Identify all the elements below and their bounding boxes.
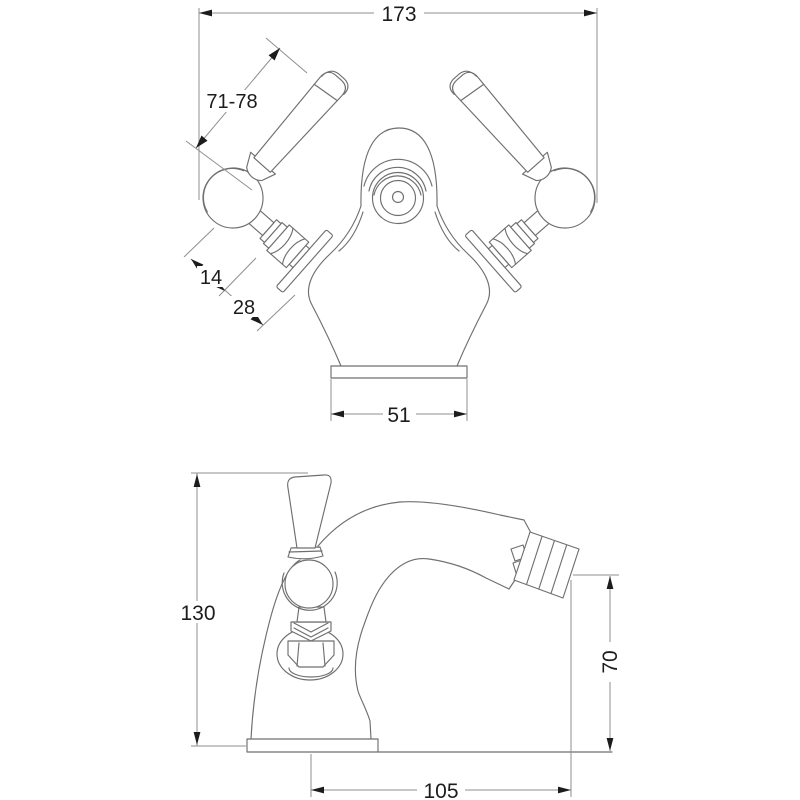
ball-outer-arc xyxy=(281,571,338,611)
hex-facet xyxy=(296,642,300,667)
dim-label-overall-height: 130 xyxy=(180,602,215,625)
body-inner-curve xyxy=(338,211,364,252)
arrowhead xyxy=(199,9,212,17)
chevron-line xyxy=(293,622,329,633)
aerator-inner-circle xyxy=(379,179,417,217)
dim-outlet-height: 70 xyxy=(573,574,622,751)
hex-nut xyxy=(287,640,335,668)
aerator-stripe xyxy=(525,535,543,586)
body-right-edge xyxy=(436,205,491,367)
dim-overall-width: 173 xyxy=(198,3,598,203)
chevron-line xyxy=(293,627,329,638)
collar-arc xyxy=(288,667,334,678)
hex-facet xyxy=(322,642,326,667)
side-body xyxy=(246,501,613,753)
aerator-stripe xyxy=(538,540,555,590)
dim-label-base-width: 51 xyxy=(387,404,410,427)
side-handle-assembly xyxy=(276,474,344,681)
spout-top-curve xyxy=(317,501,532,547)
aerator-stripe xyxy=(550,544,568,595)
body-inner-curve xyxy=(434,211,460,252)
aerator-outer-circle xyxy=(371,171,425,225)
extension-line xyxy=(185,140,253,191)
spout-arch xyxy=(360,127,438,207)
extension-line xyxy=(256,294,296,332)
skirt-line xyxy=(288,550,323,553)
arrowhead xyxy=(454,410,467,418)
arrowhead xyxy=(331,410,344,418)
arrowhead xyxy=(584,9,597,17)
rotated-label-group: 70 xyxy=(598,642,622,682)
base-plate-side xyxy=(246,738,379,753)
front-body xyxy=(307,127,491,379)
arrowhead xyxy=(558,786,571,794)
dim-label-handle-length: 71-78 xyxy=(206,91,257,113)
lever-handle-side xyxy=(287,474,332,549)
dim-label-overall-width: 173 xyxy=(381,3,416,26)
arrowhead xyxy=(311,786,324,794)
aerator-hole xyxy=(391,190,405,204)
arrowhead xyxy=(196,135,208,148)
dim-valve-details: 14 28 xyxy=(183,227,296,332)
handle-ball xyxy=(284,559,334,609)
arrowhead xyxy=(606,738,614,751)
extension-line xyxy=(183,227,215,258)
dim-label-valve-detail-a: 14 xyxy=(200,267,222,289)
dim-base-width: 51 xyxy=(330,379,468,427)
lever-skirt-side xyxy=(287,546,324,560)
spout-ring xyxy=(373,175,422,196)
spout-ring xyxy=(368,166,427,192)
dim-projection: 105 xyxy=(310,580,572,800)
arrowhead xyxy=(193,474,201,487)
spout-underside xyxy=(354,557,510,740)
arrowhead xyxy=(606,576,614,589)
spout-ring xyxy=(363,158,433,187)
spout-end-line xyxy=(508,579,516,590)
arrowhead xyxy=(193,732,201,745)
extension-line xyxy=(265,37,308,74)
base-plate-front xyxy=(330,365,468,379)
arrowhead xyxy=(268,48,280,61)
dim-label-outlet-height: 70 xyxy=(599,650,622,673)
dim-label-valve-detail-b: 28 xyxy=(233,297,255,319)
side-view: 130 70 105 xyxy=(176,472,622,800)
front-view: 173 71-78 14 28 xyxy=(183,3,614,427)
body-left-edge xyxy=(307,205,362,367)
dim-label-projection: 105 xyxy=(423,780,458,800)
dim-overall-height: 130 xyxy=(176,472,308,747)
dim-handle-length: 71-78 xyxy=(185,37,308,191)
